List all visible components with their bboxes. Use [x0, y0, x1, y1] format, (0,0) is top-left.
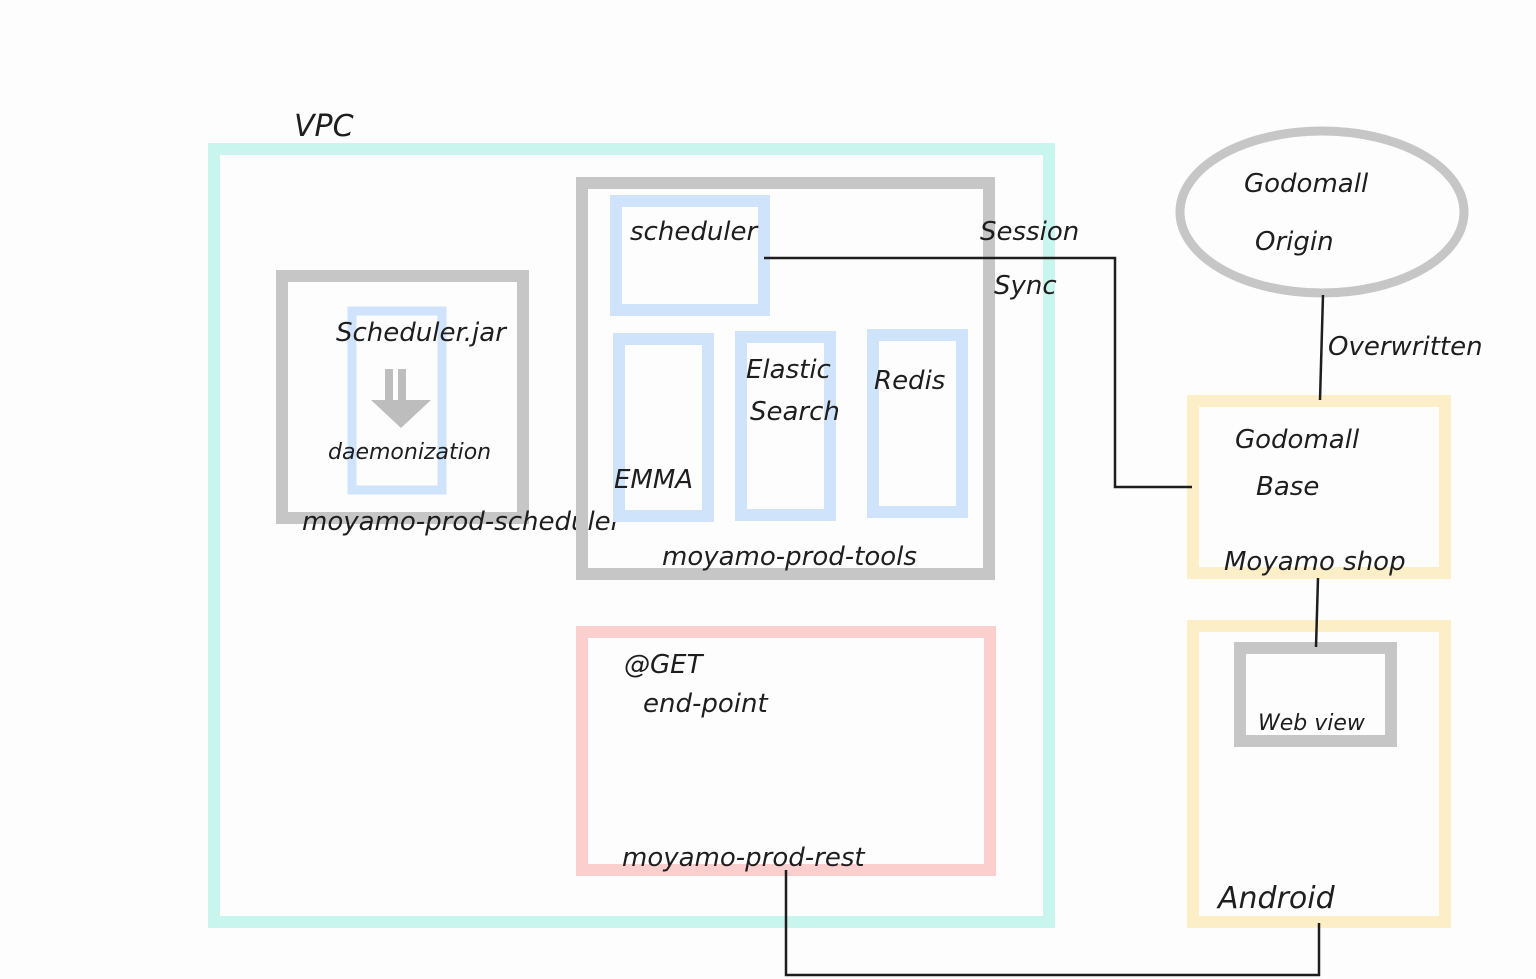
emma-box: [613, 333, 714, 522]
webview-label: Web view: [1258, 711, 1366, 736]
redis-label: Redis: [874, 366, 945, 396]
session-sync-label-line1: Session: [980, 217, 1079, 247]
rest-android-connector: [784, 870, 1321, 977]
godomall-base-box: [1187, 395, 1451, 579]
redis-box: [867, 329, 968, 518]
daemonization-label: daemonization: [328, 440, 491, 465]
shop-webview-connector: [1314, 577, 1320, 648]
moyamo-shop-name: Moyamo shop: [1224, 547, 1406, 577]
elasticsearch-box: [735, 331, 836, 521]
vpc-label: VPC: [294, 109, 354, 144]
android-name: Android: [1216, 881, 1336, 916]
tools-server-name: moyamo-prod-tools: [662, 542, 917, 572]
scheduler-service-box: [610, 195, 770, 316]
godomall-origin-label-line1: Godomall: [1244, 169, 1369, 199]
godomall-origin-label-line2: Origin: [1255, 227, 1334, 257]
godomall-origin-ellipse: [1175, 126, 1469, 298]
godomall-base-label-line2: Base: [1256, 472, 1319, 502]
session-sync-connector: [764, 256, 1192, 489]
vpc-boundary: [208, 143, 1055, 928]
emma-label: EMMA: [614, 465, 693, 495]
scheduler-service-label: scheduler: [630, 217, 760, 247]
rest-server-name: moyamo-prod-rest: [622, 843, 865, 873]
overwritten-connector: [1318, 294, 1325, 401]
tools-server-box: [576, 177, 995, 580]
webview-box: [1234, 642, 1397, 747]
session-sync-label-line2: Sync: [994, 271, 1057, 301]
godomall-base-label-line1: Godomall: [1235, 425, 1360, 455]
get-endpoint-label-line2: end-point: [643, 689, 768, 719]
scheduler-server-box: [276, 270, 529, 524]
scheduler-jar-box: [347, 306, 447, 495]
elasticsearch-label-line2: Search: [750, 397, 840, 427]
elasticsearch-label-line1: Elastic: [746, 355, 831, 385]
android-box: [1187, 620, 1451, 928]
scheduler-server-name: moyamo-prod-scheduler: [302, 507, 624, 537]
get-endpoint-label-line1: @GET: [624, 650, 705, 680]
overwritten-label: Overwritten: [1328, 332, 1483, 362]
scheduler-jar-label: Scheduler.jar: [336, 318, 508, 348]
down-arrow-icon: [371, 369, 431, 428]
